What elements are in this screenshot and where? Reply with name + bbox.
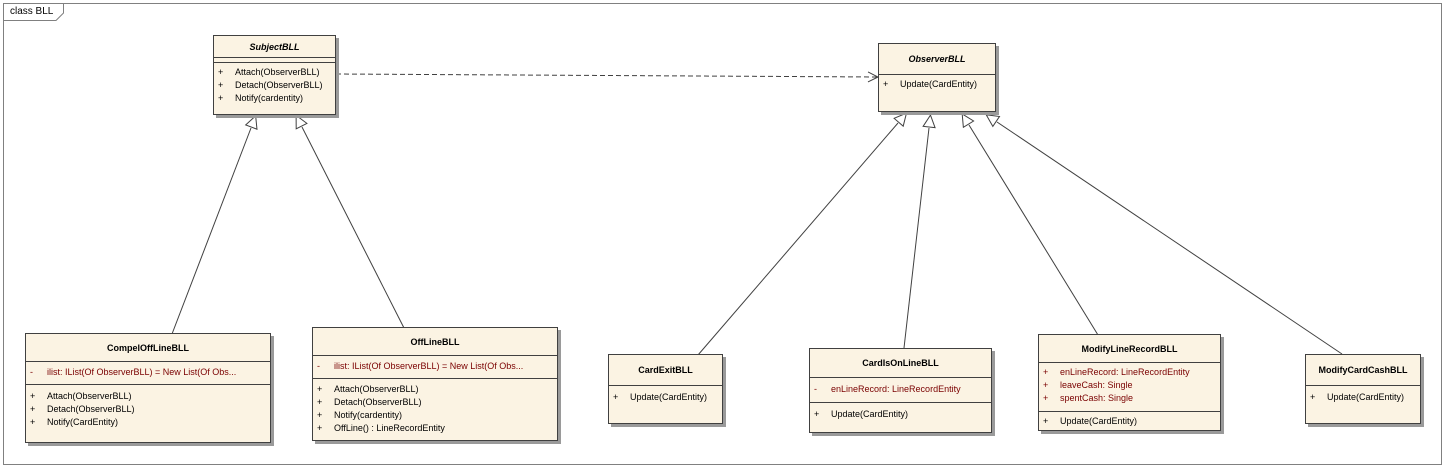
class-name: ModifyCardCashBLL (1306, 355, 1420, 386)
attribute-row: +spentCash: Single (1043, 393, 1134, 403)
class-name: CardIsOnLineBLL (810, 349, 991, 378)
operations-section: +Attach(ObserverBLL) +Detach(ObserverBLL… (313, 378, 557, 438)
operation-row: +OffLine() : LineRecordEntity (317, 423, 445, 433)
attributes-section: -enLineRecord: LineRecordEntity (810, 378, 991, 402)
class-subject-bll[interactable]: SubjectBLL +Attach(ObserverBLL) +Detach(… (213, 35, 336, 115)
class-card-is-online-bll[interactable]: CardIsOnLineBLL -enLineRecord: LineRecor… (809, 348, 992, 433)
operation-row: +Notify(CardEntity) (30, 417, 119, 427)
operation-row: +Attach(ObserverBLL) (218, 67, 320, 77)
operations-section: +Update(CardEntity) (1039, 411, 1220, 431)
class-name: CompelOffLineBLL (26, 334, 270, 362)
attributes-section: -ilist: IList(Of ObserverBLL) = New List… (26, 362, 270, 384)
operations-section: +Update(CardEntity) (810, 402, 991, 424)
class-name: SubjectBLL (214, 36, 335, 58)
class-observer-bll[interactable]: ObserverBLL +Update(CardEntity) (878, 43, 996, 112)
generalization-offline-subject (302, 127, 405, 329)
class-card-exit-bll[interactable]: CardExitBLL +Update(CardEntity) (608, 354, 723, 424)
class-name: ModifyLineRecordBLL (1039, 335, 1220, 363)
operations-section: +Update(CardEntity) (609, 386, 722, 407)
operation-row: +Attach(ObserverBLL) (30, 391, 132, 401)
attribute-row: -ilist: IList(Of ObserverBLL) = New List… (317, 361, 524, 371)
operation-row: +Detach(ObserverBLL) (317, 397, 422, 407)
operations-section: +Update(CardEntity) (879, 75, 995, 94)
operations-section: +Attach(ObserverBLL) +Detach(ObserverBLL… (214, 62, 335, 108)
generalization-cardexit-observer (697, 123, 898, 356)
operation-row: +Update(CardEntity) (613, 392, 708, 402)
attribute-row: +enLineRecord: LineRecordEntity (1043, 367, 1190, 377)
class-name: CardExitBLL (609, 355, 722, 386)
class-name: OffLineBLL (313, 328, 557, 356)
operation-row: +Attach(ObserverBLL) (317, 384, 419, 394)
attributes-section: +enLineRecord: LineRecordEntity +leaveCa… (1039, 363, 1220, 411)
generalization-modifycash-observer (997, 122, 1343, 355)
attribute-row: -enLineRecord: LineRecordEntity (814, 384, 961, 394)
class-modify-line-record-bll[interactable]: ModifyLineRecordBLL +enLineRecord: LineR… (1038, 334, 1221, 431)
class-name: ObserverBLL (879, 44, 995, 75)
frame-tab (4, 4, 64, 21)
operation-row: +Update(CardEntity) (1310, 392, 1405, 402)
attribute-row: +leaveCash: Single (1043, 380, 1133, 390)
operation-row: +Update(CardEntity) (883, 79, 978, 89)
generalization-modifyline-observer (969, 125, 1099, 336)
generalization-compel-subject (171, 128, 251, 335)
operations-section: +Update(CardEntity) (1306, 386, 1420, 407)
attribute-row: -ilist: IList(Of ObserverBLL) = New List… (30, 367, 237, 377)
class-offline-bll[interactable]: OffLineBLL -ilist: IList(Of ObserverBLL)… (312, 327, 558, 441)
operation-row: +Update(CardEntity) (1043, 416, 1138, 426)
operation-row: +Notify(cardentity) (317, 410, 403, 420)
operation-row: +Detach(ObserverBLL) (30, 404, 135, 414)
operation-row: +Update(CardEntity) (814, 409, 909, 419)
class-modify-card-cash-bll[interactable]: ModifyCardCashBLL +Update(CardEntity) (1305, 354, 1421, 424)
diagram-frame: class BLL (3, 3, 1442, 465)
operations-section: +Attach(ObserverBLL) +Detach(ObserverBLL… (26, 384, 270, 432)
operation-row: +Detach(ObserverBLL) (218, 80, 323, 90)
class-compel-offline-bll[interactable]: CompelOffLineBLL -ilist: IList(Of Observ… (25, 333, 271, 443)
frame-label: class BLL (10, 6, 54, 17)
operation-row: +Notify(cardentity) (218, 93, 304, 103)
dependency-subject-observer (335, 74, 878, 77)
attributes-section: -ilist: IList(Of ObserverBLL) = New List… (313, 356, 557, 378)
generalization-cardisonline-observer (903, 128, 929, 349)
